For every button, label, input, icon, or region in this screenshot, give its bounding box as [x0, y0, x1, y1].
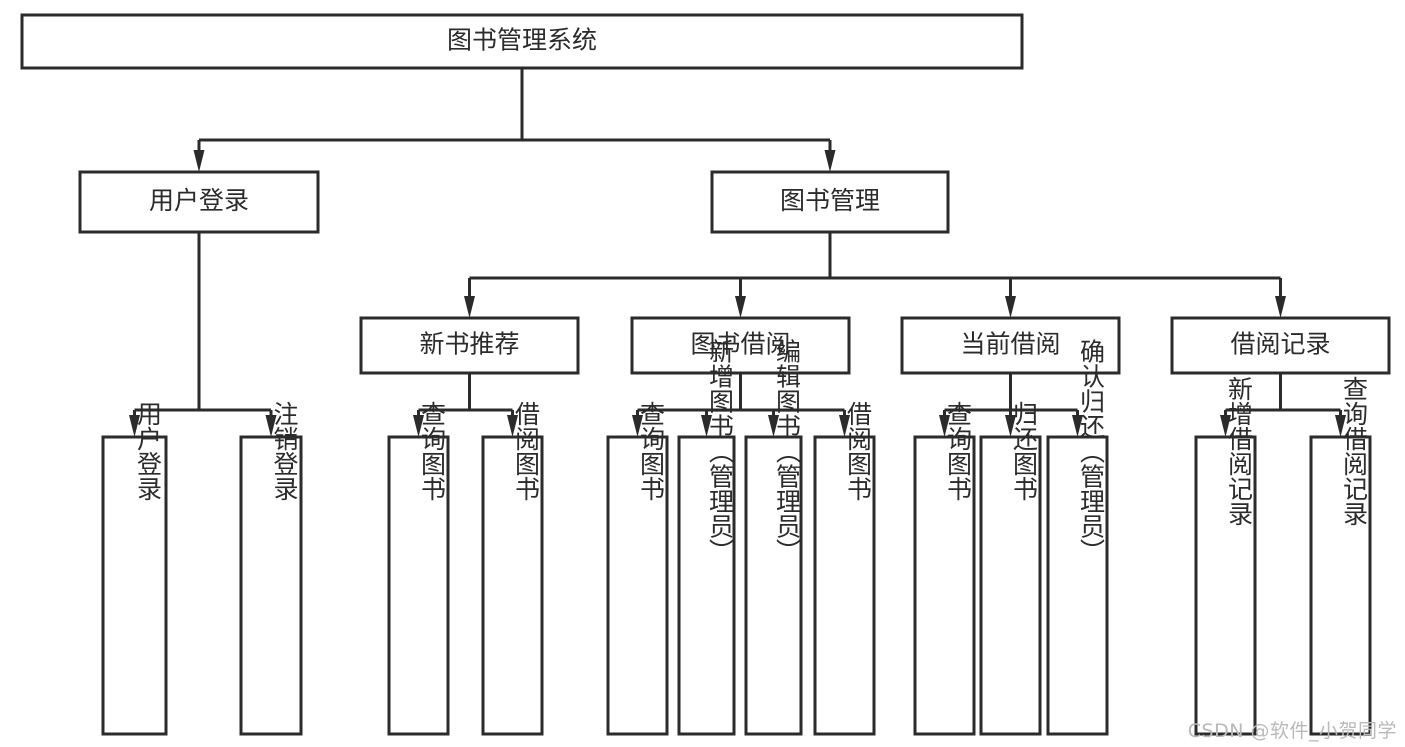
node-current-return-book[interactable]: 归还图书	[979, 401, 1042, 736]
node-box-records-query-record	[1309, 435, 1372, 736]
node-label-recommend-query-book: 查询图书	[418, 401, 447, 501]
node-box-current-return-book	[979, 435, 1042, 736]
node-label-user-logout-leaf: 注销登录	[270, 401, 299, 501]
node-root[interactable]: 图书管理系统	[20, 13, 1024, 70]
node-label-borrow-edit-book: 编辑图书（管理员）	[773, 339, 802, 564]
node-box-borrow-query-book	[606, 435, 669, 736]
arrow-head-icon	[1005, 415, 1016, 437]
node-label-current-borrow: 当前借阅	[960, 330, 1060, 359]
node-current-query-book[interactable]: 查询图书	[913, 401, 976, 736]
node-label-records-query-record: 查询借阅记录	[1340, 376, 1369, 526]
arrow-head-icon	[1072, 415, 1083, 437]
node-label-user-login: 用户登录	[149, 186, 249, 215]
node-box-current-confirm-return	[1046, 435, 1109, 736]
arrow-head-icon	[265, 415, 277, 437]
node-box-book-borrow	[630, 316, 851, 375]
node-box-records-add-record	[1194, 435, 1257, 736]
node-current-borrow[interactable]: 当前借阅	[900, 316, 1121, 375]
node-user-login-leaf[interactable]: 用户登录	[101, 401, 168, 736]
node-borrow-query-book[interactable]: 查询图书	[606, 401, 669, 736]
node-label-borrow-query-book: 查询图书	[637, 401, 666, 501]
node-label-current-query-book: 查询图书	[944, 401, 973, 501]
arrow-head-icon	[735, 296, 746, 318]
arrow-head-icon	[839, 415, 850, 437]
arrow-head-icon	[413, 415, 424, 437]
node-label-book-management: 图书管理	[780, 186, 880, 215]
arrow-head-icon	[1220, 415, 1231, 437]
node-box-borrow-add-book	[677, 435, 736, 736]
node-box-root	[20, 13, 1024, 70]
node-box-recommend-borrow-book	[481, 435, 544, 736]
node-user-login[interactable]: 用户登录	[78, 170, 320, 234]
node-current-confirm-return[interactable]: 确认归还（管理员）	[1046, 339, 1109, 736]
node-box-current-borrow	[900, 316, 1121, 375]
node-label-recommend-borrow-book: 借阅图书	[512, 401, 541, 501]
node-label-user-login-leaf: 用户登录	[134, 401, 163, 501]
node-box-borrow-edit-book	[744, 435, 803, 736]
node-box-user-login	[78, 170, 320, 234]
node-recommend-borrow-book[interactable]: 借阅图书	[481, 401, 544, 736]
node-label-borrow-records: 借阅记录	[1230, 330, 1330, 359]
arrow-head-icon	[701, 415, 712, 437]
arrow-head-icon	[768, 415, 779, 437]
arrow-head-icon	[824, 150, 836, 172]
arrow-head-icon	[1005, 296, 1016, 318]
node-box-book-management	[710, 170, 950, 234]
node-book-management[interactable]: 图书管理	[710, 170, 950, 234]
arrow-head-icon	[507, 415, 518, 437]
node-recommend-query-book[interactable]: 查询图书	[387, 401, 450, 736]
node-book-borrow[interactable]: 图书借阅	[630, 316, 851, 375]
connector-layer	[129, 68, 1346, 437]
node-borrow-records[interactable]: 借阅记录	[1170, 316, 1391, 375]
node-box-borrow-borrow-book	[813, 435, 876, 736]
node-label-book-borrow: 图书借阅	[690, 330, 790, 359]
node-borrow-add-book[interactable]: 新增图书（管理员）	[677, 339, 736, 736]
arrow-head-icon	[193, 150, 205, 172]
arrow-head-icon	[1335, 415, 1346, 437]
arrow-head-icon	[939, 415, 950, 437]
node-label-records-add-record: 新增借阅记录	[1225, 376, 1254, 526]
node-user-logout-leaf[interactable]: 注销登录	[239, 401, 303, 736]
node-label-new-book-recommend: 新书推荐	[419, 330, 519, 359]
arrow-head-icon	[1275, 296, 1286, 318]
node-box-user-logout-leaf	[239, 435, 303, 736]
node-box-borrow-records	[1170, 316, 1391, 375]
node-records-add-record[interactable]: 新增借阅记录	[1194, 376, 1257, 736]
node-borrow-edit-book[interactable]: 编辑图书（管理员）	[744, 339, 803, 736]
node-box-current-query-book	[913, 435, 976, 736]
arrow-head-icon	[129, 415, 140, 437]
node-label-current-return-book: 归还图书	[1010, 401, 1039, 501]
node-box-recommend-query-book	[387, 435, 450, 736]
node-new-book-recommend[interactable]: 新书推荐	[359, 316, 580, 375]
node-label-current-confirm-return: 确认归还（管理员）	[1077, 339, 1106, 564]
node-label-borrow-add-book: 新增图书（管理员）	[706, 339, 735, 564]
node-label-borrow-borrow-book: 借阅图书	[844, 401, 873, 501]
arrow-head-icon	[464, 296, 475, 318]
node-box-user-login-leaf	[101, 435, 168, 736]
node-records-query-record[interactable]: 查询借阅记录	[1309, 376, 1372, 736]
node-borrow-borrow-book[interactable]: 借阅图书	[813, 401, 876, 736]
arrow-head-icon	[632, 415, 643, 437]
node-box-new-book-recommend	[359, 316, 580, 375]
node-label-root: 图书管理系统	[447, 26, 597, 55]
node-layer: 图书管理系统用户登录图书管理用户登录注销登录新书推荐查询图书借阅图书图书借阅查询…	[20, 13, 1391, 736]
